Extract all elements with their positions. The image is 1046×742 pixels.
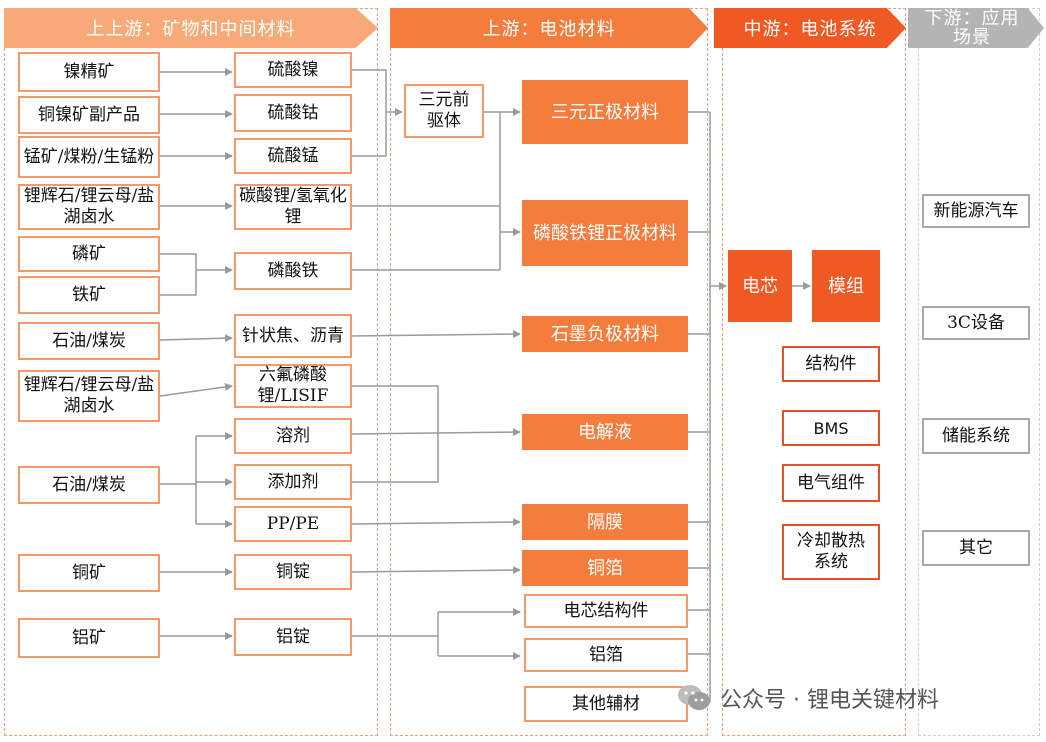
structure-parts-label: 结构件 bbox=[805, 353, 857, 374]
mid-pp-pe-label: PP/PE bbox=[266, 513, 320, 534]
raw-iron-label: 铁矿 bbox=[72, 284, 106, 305]
graphite-anode-label: 石墨负极材料 bbox=[551, 323, 659, 345]
mid-additive: 添加剂 bbox=[234, 464, 352, 500]
mid-iron-phosphate-label: 磷酸铁 bbox=[267, 260, 319, 281]
battery-module-label: 模组 bbox=[828, 275, 864, 297]
mid-cobalt-sulfate-label: 硫酸钴 bbox=[267, 102, 319, 123]
raw-phosphate: 磷矿 bbox=[18, 236, 160, 272]
wechat-icon bbox=[678, 685, 710, 710]
mid-additive-label: 添加剂 bbox=[267, 471, 319, 492]
mid-lipf6-label: 六氟磷酸锂/LISIF bbox=[257, 365, 329, 406]
header-upstream-minerals-label: 上上游：矿物和中间材料 bbox=[86, 19, 296, 40]
raw-lithium-1: 锂辉石/锂云母/盐湖卤水 bbox=[18, 184, 160, 230]
raw-nickel-concentrate: 镍精矿 bbox=[18, 52, 160, 92]
lfp-cathode: 磷酸铁锂正极材料 bbox=[522, 200, 688, 266]
raw-aluminum: 铝矿 bbox=[18, 618, 160, 658]
downstream-3c: 3C设备 bbox=[922, 306, 1030, 340]
bms-label: BMS bbox=[813, 418, 849, 438]
graphite-anode: 石墨负极材料 bbox=[522, 316, 688, 352]
mid-cobalt-sulfate: 硫酸钴 bbox=[234, 94, 352, 132]
raw-copper: 铜矿 bbox=[18, 554, 160, 592]
downstream-other: 其它 bbox=[922, 530, 1030, 566]
bms: BMS bbox=[782, 410, 880, 446]
watermark-text: 公众号 · 锂电关键材料 bbox=[720, 688, 939, 713]
other-aux-materials-label: 其他辅材 bbox=[572, 693, 640, 714]
copper-foil-label: 铜箔 bbox=[587, 557, 623, 579]
raw-lithium-1-label: 锂辉石/锂云母/盐湖卤水 bbox=[23, 186, 155, 227]
cooling-system-label: 冷却散热系统 bbox=[797, 531, 865, 572]
raw-copper-nickel-byproduct-label: 铜镍矿副产品 bbox=[38, 104, 140, 125]
raw-manganese: 锰矿/煤粉/生锰粉 bbox=[18, 136, 160, 178]
header-downstream-label: 下游：应用场景 bbox=[924, 8, 1020, 48]
raw-petroleum-2-label: 石油/煤炭 bbox=[52, 474, 126, 495]
header-midstream: 中游：电池系统 bbox=[714, 8, 906, 48]
mid-copper-ingot: 铜锭 bbox=[234, 554, 352, 590]
cell-structure-parts: 电芯结构件 bbox=[524, 594, 688, 628]
mid-aluminum-ingot: 铝锭 bbox=[234, 618, 352, 656]
electrolyte: 电解液 bbox=[522, 414, 688, 450]
battery-cell: 电芯 bbox=[728, 250, 792, 322]
ternary-cathode-label: 三元正极材料 bbox=[551, 101, 659, 123]
mid-needle-coke: 针状焦、沥青 bbox=[234, 314, 352, 358]
raw-phosphate-label: 磷矿 bbox=[72, 243, 106, 264]
other-aux-materials: 其他辅材 bbox=[524, 686, 688, 722]
mid-nickel-sulfate: 硫酸镍 bbox=[234, 52, 352, 88]
raw-aluminum-label: 铝矿 bbox=[72, 627, 106, 648]
header-midstream-label: 中游：电池系统 bbox=[743, 19, 877, 40]
downstream-storage: 储能系统 bbox=[922, 418, 1030, 454]
mid-copper-ingot-label: 铜锭 bbox=[276, 561, 310, 582]
raw-petroleum-2: 石油/煤炭 bbox=[18, 466, 160, 504]
mid-solvent: 溶剂 bbox=[234, 418, 352, 454]
raw-lithium-2-label: 锂辉石/锂云母/盐湖卤水 bbox=[23, 375, 155, 416]
mid-lithium-carbonate: 碳酸锂/氢氧化锂 bbox=[234, 184, 352, 230]
battery-module: 模组 bbox=[812, 250, 880, 322]
separator-label: 隔膜 bbox=[587, 511, 623, 533]
mid-aluminum-ingot-label: 铝锭 bbox=[276, 626, 310, 647]
raw-manganese-label: 锰矿/煤粉/生锰粉 bbox=[23, 146, 155, 167]
mid-pp-pe: PP/PE bbox=[234, 506, 352, 542]
structure-parts: 结构件 bbox=[782, 346, 880, 382]
header-upstream-battery-label: 上游：电池材料 bbox=[482, 19, 616, 40]
electrolyte-label: 电解液 bbox=[578, 421, 632, 443]
ternary-precursor-label: 三元前驱体 bbox=[418, 90, 470, 131]
cooling-system: 冷却散热系统 bbox=[782, 524, 880, 580]
ternary-cathode: 三元正极材料 bbox=[522, 80, 688, 144]
downstream-nev-label: 新能源汽车 bbox=[933, 200, 1019, 221]
mid-nickel-sulfate-label: 硫酸镍 bbox=[267, 59, 319, 80]
header-upstream-minerals: 上上游：矿物和中间材料 bbox=[4, 8, 378, 48]
downstream-storage-label: 储能系统 bbox=[942, 425, 1010, 446]
lfp-cathode-label: 磷酸铁锂正极材料 bbox=[533, 222, 677, 244]
downstream-3c-label: 3C设备 bbox=[947, 312, 1005, 333]
raw-copper-label: 铜矿 bbox=[72, 562, 106, 583]
ternary-precursor: 三元前驱体 bbox=[404, 84, 484, 138]
mid-lithium-carbonate-label: 碳酸锂/氢氧化锂 bbox=[239, 186, 347, 227]
aluminum-foil: 铝箔 bbox=[524, 638, 688, 672]
raw-iron: 铁矿 bbox=[18, 276, 160, 314]
header-upstream-battery: 上游：电池材料 bbox=[390, 8, 708, 48]
raw-nickel-concentrate-label: 镍精矿 bbox=[63, 61, 115, 82]
electrical-components: 电气组件 bbox=[782, 464, 880, 502]
raw-copper-nickel-byproduct: 铜镍矿副产品 bbox=[18, 96, 160, 134]
mid-manganese-sulfate-label: 硫酸锰 bbox=[267, 145, 319, 166]
downstream-nev: 新能源汽车 bbox=[922, 194, 1030, 228]
separator: 隔膜 bbox=[522, 504, 688, 540]
header-downstream: 下游：应用场景 bbox=[908, 8, 1044, 48]
mid-solvent-label: 溶剂 bbox=[276, 425, 310, 446]
watermark: 公众号 · 锂电关键材料 bbox=[676, 680, 939, 716]
copper-foil: 铜箔 bbox=[522, 550, 688, 586]
aluminum-foil-label: 铝箔 bbox=[589, 644, 623, 665]
raw-petroleum-1-label: 石油/煤炭 bbox=[52, 330, 126, 351]
downstream-other-label: 其它 bbox=[959, 537, 993, 558]
mid-needle-coke-label: 针状焦、沥青 bbox=[242, 325, 344, 346]
raw-petroleum-1: 石油/煤炭 bbox=[18, 322, 160, 360]
mid-iron-phosphate: 磷酸铁 bbox=[234, 252, 352, 290]
raw-lithium-2: 锂辉石/锂云母/盐湖卤水 bbox=[18, 370, 160, 422]
cell-structure-parts-label: 电芯结构件 bbox=[563, 600, 649, 621]
mid-manganese-sulfate: 硫酸锰 bbox=[234, 138, 352, 174]
mid-lipf6: 六氟磷酸锂/LISIF bbox=[234, 364, 352, 408]
battery-cell-label: 电芯 bbox=[742, 275, 778, 297]
electrical-components-label: 电气组件 bbox=[797, 472, 865, 493]
